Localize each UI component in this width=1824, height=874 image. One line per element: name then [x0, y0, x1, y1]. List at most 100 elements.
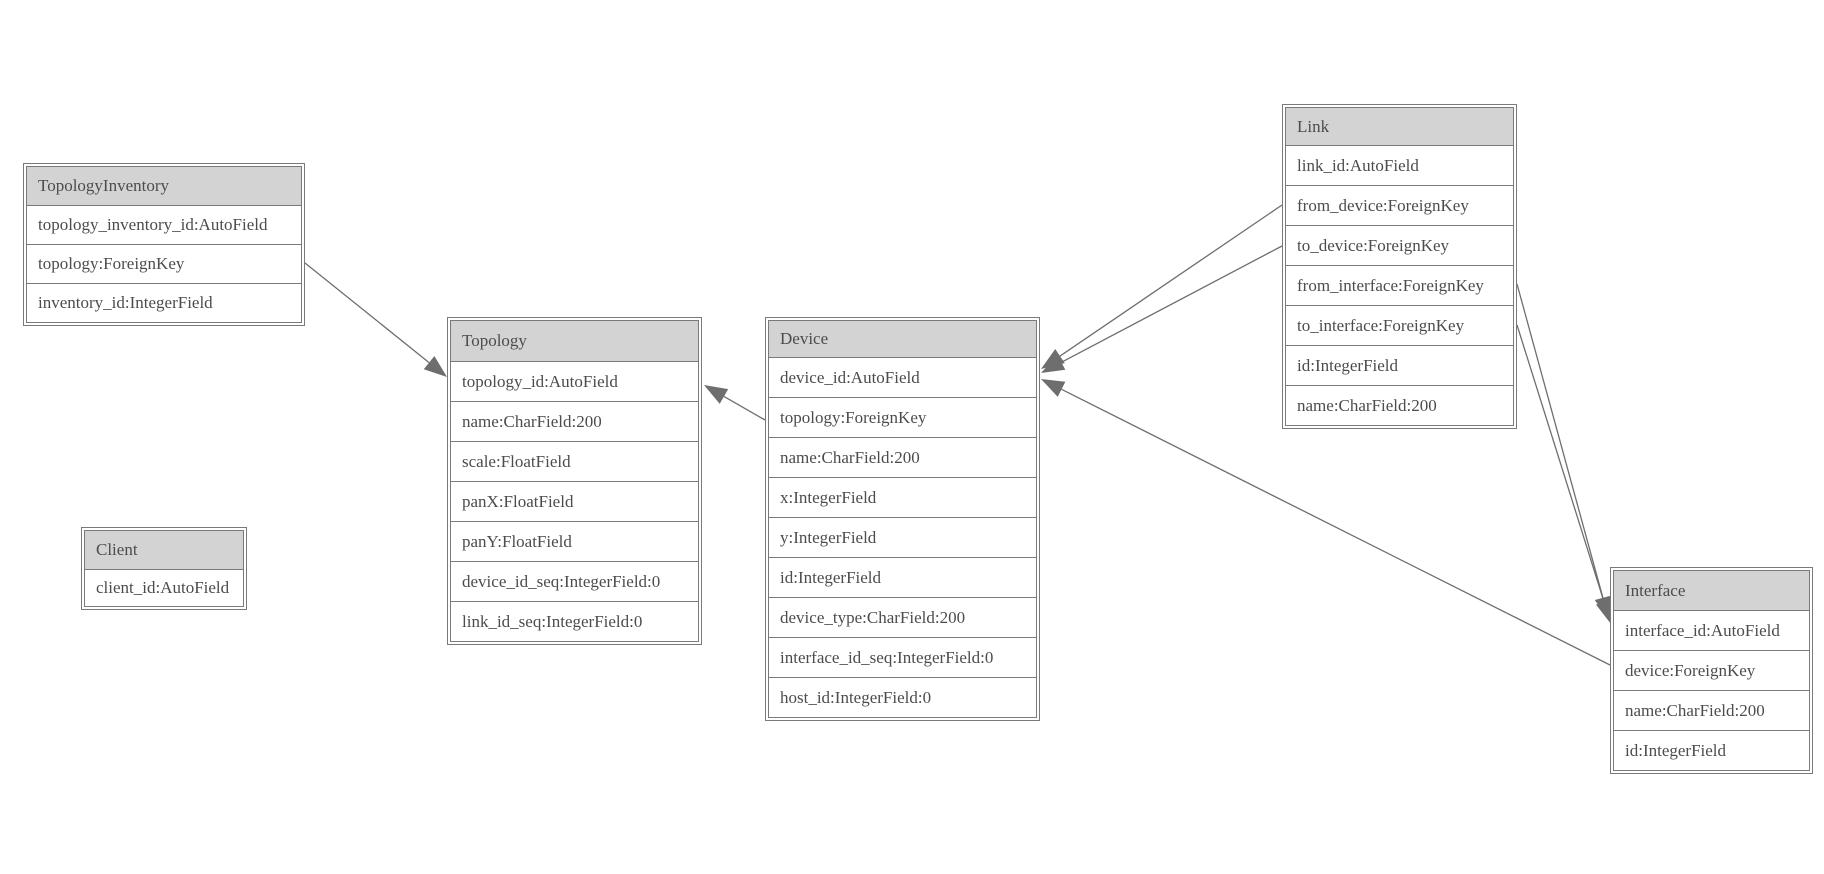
- edge-topologyinventory-topology: [304, 262, 447, 377]
- field-inventory_id: inventory_id:IntegerField: [26, 283, 302, 323]
- edge-arrowhead-icon: [1041, 354, 1066, 373]
- field-label: device_type:CharField:200: [780, 607, 966, 627]
- entity-title: TopologyInventory: [38, 176, 170, 195]
- field-label: id:IntegerField: [780, 567, 882, 587]
- field-name: name:CharField:200: [768, 437, 1037, 478]
- field-device_type: device_type:CharField:200: [768, 597, 1037, 638]
- field-label: panX:FloatField: [462, 491, 574, 511]
- edge-arrowhead-icon: [1041, 379, 1066, 397]
- field-label: name:CharField:200: [462, 411, 602, 431]
- edge-arrowhead-icon: [423, 355, 447, 377]
- field-topology: topology:ForeignKey: [26, 244, 302, 284]
- field-topology_inventory_id: topology_inventory_id:AutoField: [26, 205, 302, 245]
- field-label: name:CharField:200: [1297, 395, 1437, 415]
- entity-client: Client client_id:AutoField: [81, 527, 247, 610]
- edge-line: [304, 262, 430, 364]
- edge-link-from_interface-interface: [1516, 283, 1612, 620]
- field-label: topology_id:AutoField: [462, 371, 618, 391]
- field-y: y:IntegerField: [768, 517, 1037, 558]
- entity-topologyinventory: TopologyInventory topology_inventory_id:A…: [23, 163, 305, 326]
- field-host_id: host_id:IntegerField:0: [768, 677, 1037, 718]
- field-client_id: client_id:AutoField: [84, 569, 244, 607]
- edge-link-to_interface-interface: [1516, 324, 1613, 624]
- entity-title: Client: [96, 540, 138, 559]
- field-label: device_id:AutoField: [780, 367, 920, 387]
- entity-link: Link link_id:AutoField from_device:Foreign…: [1282, 104, 1517, 429]
- field-panY: panY:FloatField: [450, 521, 699, 562]
- edge-line: [1061, 388, 1611, 666]
- edge-arrowhead-icon: [1595, 599, 1613, 624]
- entity-interface: Interface interface_id:AutoField device:Fo…: [1610, 567, 1813, 774]
- field-to_interface: to_interface:ForeignKey: [1285, 305, 1514, 346]
- entity-topology: Topology topology_id:AutoField name:CharFi…: [447, 317, 702, 645]
- field-label: link_id:AutoField: [1297, 155, 1419, 175]
- field-label: name:CharField:200: [780, 447, 920, 467]
- field-name: name:CharField:200: [1285, 385, 1514, 426]
- edge-line: [1059, 204, 1283, 357]
- edge-line: [1061, 245, 1283, 363]
- field-label: to_interface:ForeignKey: [1297, 315, 1465, 335]
- field-id: id:IntegerField: [1285, 345, 1514, 386]
- field-x: x:IntegerField: [768, 477, 1037, 518]
- field-label: device:ForeignKey: [1625, 660, 1756, 680]
- field-label: inventory_id:IntegerField: [38, 293, 213, 312]
- field-device_id_seq: device_id_seq:IntegerField:0: [450, 561, 699, 602]
- field-scale: scale:FloatField: [450, 441, 699, 482]
- field-name: name:CharField:200: [450, 401, 699, 442]
- edge-line: [1516, 283, 1604, 598]
- field-label: topology:ForeignKey: [780, 407, 927, 427]
- entity-header-topologyinventory: TopologyInventory: [26, 166, 302, 206]
- field-label: topology:ForeignKey: [38, 254, 185, 273]
- field-from_interface: from_interface:ForeignKey: [1285, 265, 1514, 306]
- field-to_device: to_device:ForeignKey: [1285, 225, 1514, 266]
- entity-title: Link: [1297, 116, 1330, 136]
- field-from_device: from_device:ForeignKey: [1285, 185, 1514, 226]
- edge-link-to_device-device: [1041, 245, 1283, 373]
- field-label: link_id_seq:IntegerField:0: [462, 611, 643, 631]
- field-name: name:CharField:200: [1613, 690, 1810, 731]
- field-label: name:CharField:200: [1625, 700, 1765, 720]
- edge-line: [723, 395, 766, 421]
- edge-arrowhead-icon: [704, 385, 729, 404]
- field-label: interface_id:AutoField: [1625, 620, 1780, 640]
- entity-header-interface: Interface: [1613, 570, 1810, 611]
- field-label: id:IntegerField: [1297, 355, 1399, 375]
- entity-title: Interface: [1625, 580, 1686, 600]
- field-panX: panX:FloatField: [450, 481, 699, 522]
- field-id: id:IntegerField: [1613, 730, 1810, 771]
- field-label: from_device:ForeignKey: [1297, 195, 1469, 215]
- field-label: from_interface:ForeignKey: [1297, 275, 1484, 295]
- entity-header-device: Device: [768, 320, 1037, 358]
- edge-line: [1516, 324, 1605, 603]
- edge-link-from_device-device: [1041, 204, 1283, 369]
- field-label: client_id:AutoField: [96, 578, 230, 597]
- field-label: to_device:ForeignKey: [1297, 235, 1450, 255]
- field-label: id:IntegerField: [1625, 740, 1727, 760]
- field-label: topology_inventory_id:AutoField: [38, 215, 268, 234]
- field-id: id:IntegerField: [768, 557, 1037, 598]
- entity-title: Device: [780, 329, 829, 348]
- field-label: device_id_seq:IntegerField:0: [462, 571, 661, 591]
- field-interface_id_seq: interface_id_seq:IntegerField:0: [768, 637, 1037, 678]
- field-label: scale:FloatField: [462, 451, 571, 471]
- field-topology_id: topology_id:AutoField: [450, 361, 699, 402]
- field-label: host_id:IntegerField:0: [780, 687, 932, 707]
- entity-header-topology: Topology: [450, 320, 699, 362]
- edge-interface-device: [1041, 379, 1611, 666]
- entity-header-link: Link: [1285, 107, 1514, 146]
- entity-device: Device device_id:AutoField topology:Foreig…: [765, 317, 1040, 721]
- entity-header-client: Client: [84, 530, 244, 570]
- field-label: panY:FloatField: [462, 531, 572, 551]
- field-device: device:ForeignKey: [1613, 650, 1810, 691]
- field-label: interface_id_seq:IntegerField:0: [780, 647, 994, 667]
- entity-title: Topology: [462, 331, 527, 350]
- field-device_id: device_id:AutoField: [768, 357, 1037, 398]
- field-link_id_seq: link_id_seq:IntegerField:0: [450, 601, 699, 642]
- field-label: x:IntegerField: [780, 487, 877, 507]
- field-topology: topology:ForeignKey: [768, 397, 1037, 438]
- field-interface_id: interface_id:AutoField: [1613, 610, 1810, 651]
- edge-device-topology: [704, 385, 766, 421]
- field-link_id: link_id:AutoField: [1285, 145, 1514, 186]
